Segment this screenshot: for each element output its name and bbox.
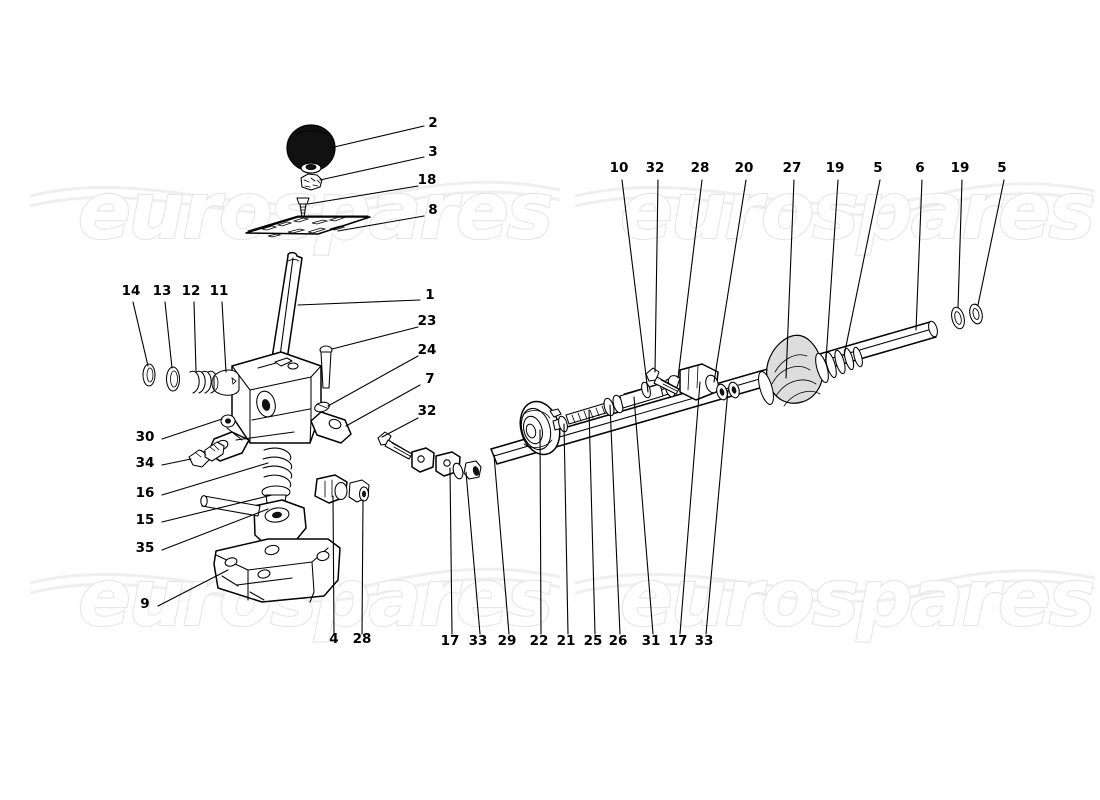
part-universal-joint: [519, 400, 568, 456]
part-bracket-bolt: [377, 431, 413, 460]
part-shift-gate-plate: [245, 215, 371, 238]
callout-number: 13: [153, 283, 172, 299]
callout-number: 22: [530, 633, 549, 649]
callout-number: 9: [140, 596, 149, 612]
callout-number: 19: [826, 160, 845, 176]
part-left-rod-end: [619, 381, 664, 409]
callout-number: 25: [584, 633, 603, 649]
callout-number: 5: [873, 160, 882, 176]
callout-number: 1: [425, 287, 434, 303]
callout-number: 15: [136, 512, 155, 528]
watermark-layer: eurospares eurospares eurospares eurospa…: [29, 166, 1096, 645]
callout-number: 7: [425, 371, 434, 387]
callout-number: 30: [136, 429, 155, 445]
callout-number: 10: [610, 160, 629, 176]
callout-number: 5: [997, 160, 1006, 176]
callout-number: 23: [418, 313, 437, 329]
callout-number: 2: [428, 115, 437, 131]
callout-number: 32: [646, 160, 665, 176]
callout-number: 31: [642, 633, 661, 649]
callout-number: 33: [695, 633, 714, 649]
part-spacer-bush: [314, 401, 330, 413]
callout-number: 14: [122, 283, 141, 299]
callout-number: 16: [136, 485, 155, 501]
callout-number: 19: [951, 160, 970, 176]
callout-number: 35: [136, 540, 155, 556]
part-lever-housing: [207, 351, 352, 462]
part-knob-lock-nut: [300, 173, 323, 191]
watermark-text: eurospares: [620, 554, 1093, 644]
callout-number: 12: [182, 283, 201, 299]
callout-number: 3: [428, 144, 437, 160]
part-lower-housing-cover: [213, 538, 341, 603]
leader-lines-layer: [132, 125, 1005, 635]
callout-number: 27: [783, 160, 802, 176]
callout-number: 33: [469, 633, 488, 649]
part-gear-knob: [286, 124, 336, 174]
callout-number: 11: [210, 283, 229, 299]
part-support-bracket: [411, 447, 482, 480]
part-ball-pin: [220, 414, 236, 428]
part-pivot-pin: [188, 427, 243, 468]
part-end-rings: [951, 303, 983, 330]
part-bushing-set: [142, 363, 240, 396]
part-linkage-bolt: [645, 367, 680, 395]
gear-lever-assembly: [142, 124, 413, 603]
watermark-text: eurospares: [620, 167, 1093, 257]
callout-number: 28: [691, 160, 710, 176]
callout-number: 6: [915, 160, 924, 176]
callout-number: 20: [735, 160, 754, 176]
part-gear-lever-rod: [271, 251, 303, 361]
part-knob-screw: [296, 197, 310, 218]
part-collar-group: [815, 346, 863, 384]
callout-number: 21: [557, 633, 576, 649]
linkage-shaft-assembly: [411, 303, 983, 480]
callout-number: 18: [418, 172, 437, 188]
callout-number: 28: [353, 631, 372, 647]
callout-number: 26: [609, 633, 628, 649]
callout-number: 32: [418, 403, 437, 419]
part-selector-fork: [200, 474, 370, 548]
callout-number: 8: [428, 202, 437, 218]
callout-number: 4: [329, 631, 338, 647]
callout-number: 24: [418, 342, 437, 358]
part-housing-bolt: [319, 345, 333, 389]
callout-number: 17: [669, 633, 688, 649]
callout-number: 17: [441, 633, 460, 649]
callout-number: 34: [136, 455, 155, 471]
callout-number: 29: [498, 633, 517, 649]
